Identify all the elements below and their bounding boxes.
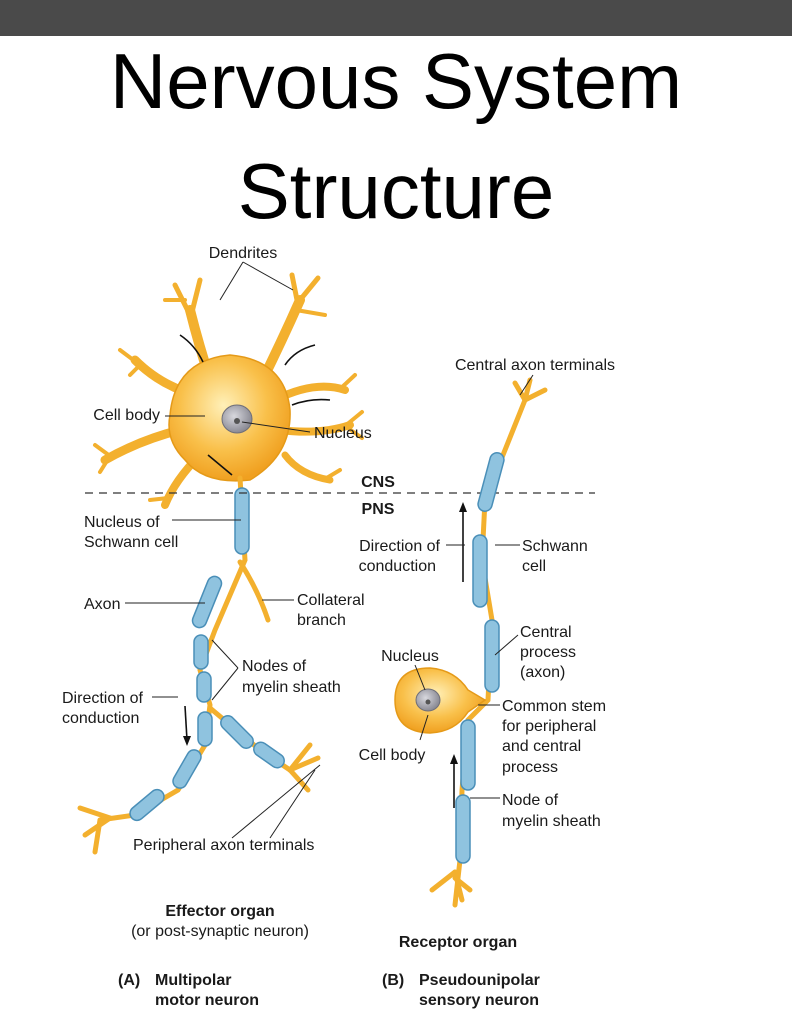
label-nodes-1: Nodes of bbox=[242, 658, 307, 675]
label-central-process-1: Central bbox=[520, 624, 572, 641]
label-direction-a-1: Direction of bbox=[62, 690, 143, 707]
page-title-line-2: Structure bbox=[237, 147, 555, 235]
label-collateral-2: branch bbox=[297, 612, 346, 629]
page-title-line-1: Nervous System bbox=[109, 37, 683, 125]
label-cell-body-b: Cell body bbox=[359, 747, 426, 764]
header-bar bbox=[0, 0, 792, 36]
motor-direction-arrow-head bbox=[183, 736, 191, 746]
label-node-b-2: myelin sheath bbox=[502, 813, 601, 830]
label-nodes-2: myelin sheath bbox=[242, 679, 341, 696]
label-central-process-3: (axon) bbox=[520, 664, 565, 681]
label-common-stem-1: Common stem bbox=[502, 698, 606, 715]
caption-a-2: motor neuron bbox=[155, 992, 259, 1009]
label-direction-b-2: conduction bbox=[359, 558, 436, 575]
sensory-arrow-head-1 bbox=[459, 502, 467, 512]
label-nucleus-schwann-1: Nucleus of bbox=[84, 514, 160, 531]
label-nucleus-schwann-2: Schwann cell bbox=[84, 534, 178, 551]
motor-neuron-nucleolus bbox=[234, 418, 240, 424]
label-effector-1: Effector organ bbox=[165, 903, 274, 920]
label-dendrites: Dendrites bbox=[209, 245, 277, 262]
label-cell-body-a: Cell body bbox=[93, 407, 160, 424]
sensory-neuron-leader-lines bbox=[414, 374, 534, 799]
sensory-arrow-head-2 bbox=[450, 754, 458, 764]
label-axon: Axon bbox=[84, 596, 120, 613]
label-direction-a-2: conduction bbox=[62, 710, 139, 727]
label-common-stem-3: and central bbox=[502, 738, 581, 755]
label-schwann-2: cell bbox=[522, 558, 546, 575]
label-direction-b-1: Direction of bbox=[359, 538, 440, 555]
label-peripheral-terminals: Peripheral axon terminals bbox=[133, 837, 314, 854]
caption-a-letter: (A) bbox=[118, 972, 140, 989]
label-cns: CNS bbox=[361, 474, 395, 491]
motor-direction-arrow-shaft bbox=[184, 705, 188, 741]
label-nucleus-a: Nucleus bbox=[314, 425, 372, 442]
caption-b-letter: (B) bbox=[382, 972, 404, 989]
label-node-b-1: Node of bbox=[502, 792, 559, 809]
diagram-labels: Dendrites Cell body Nucleus CNS PNS Nucl… bbox=[62, 245, 615, 1009]
caption-b-1: Pseudounipolar bbox=[419, 972, 540, 989]
label-receptor: Receptor organ bbox=[399, 934, 517, 951]
motor-neuron-input-arrows bbox=[179, 334, 331, 476]
sensory-neuron-nucleolus bbox=[425, 699, 431, 705]
label-pns: PNS bbox=[362, 501, 395, 518]
label-nucleus-b: Nucleus bbox=[381, 648, 439, 665]
sensory-neuron-myelin bbox=[455, 452, 505, 864]
caption-b-2: sensory neuron bbox=[419, 992, 539, 1009]
label-schwann-1: Schwann bbox=[522, 538, 588, 555]
label-effector-2: (or post-synaptic neuron) bbox=[131, 923, 309, 940]
label-collateral-1: Collateral bbox=[297, 592, 365, 609]
motor-neuron-myelin bbox=[129, 487, 285, 822]
label-central-process-2: process bbox=[520, 644, 576, 661]
label-common-stem-4: process bbox=[502, 759, 558, 776]
motor-neuron-leader-lines bbox=[125, 261, 321, 839]
caption-a-1: Multipolar bbox=[155, 972, 231, 989]
label-central-terminals: Central axon terminals bbox=[455, 357, 615, 374]
label-common-stem-2: for peripheral bbox=[502, 718, 596, 735]
